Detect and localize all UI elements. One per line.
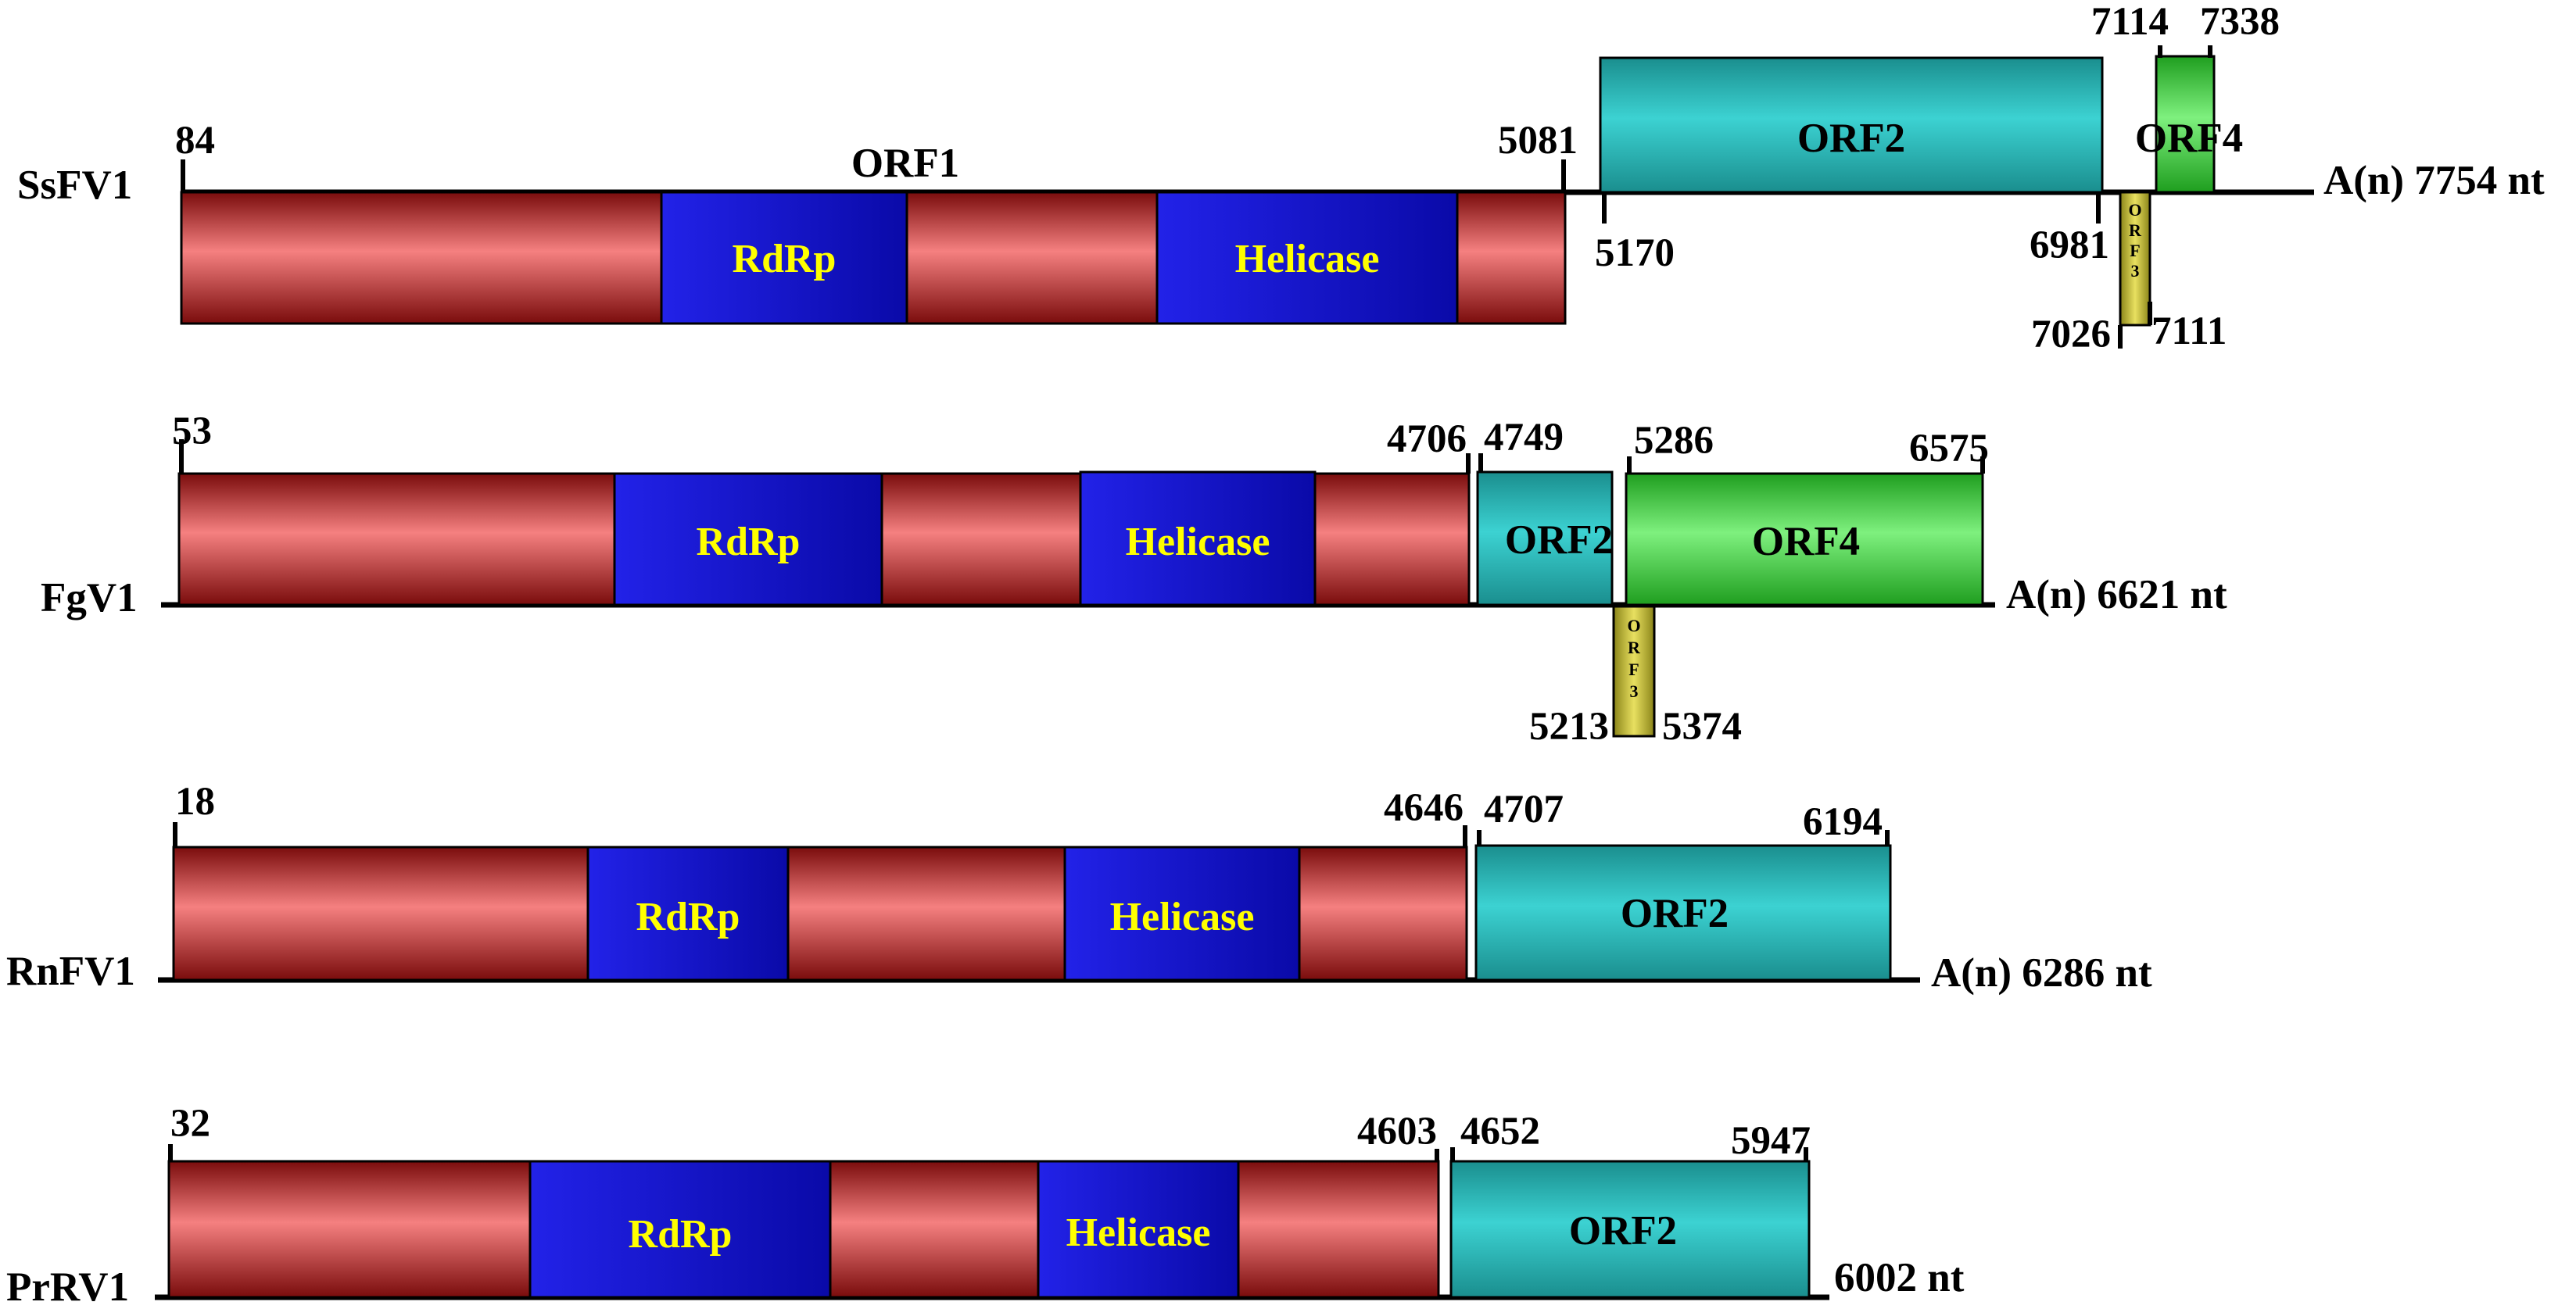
orf3-start-label: 7026 [2031,313,2111,356]
genome-end-label: A(n) 6286 nt [1931,950,2152,996]
genome-prrv1: PrRV1 6002 nt RdRp Helicase 32 4603 ORF2… [6,1102,1965,1309]
orf1-end-label: 5081 [1498,119,1578,163]
orf1-start-label: 84 [175,119,215,163]
orf1-start-label: 32 [170,1102,210,1146]
orf4-box [1625,472,1984,606]
orf3-label: O R F 3 [2128,200,2142,281]
svg-text:3: 3 [1630,681,1639,701]
helicase-label: Helicase [1110,895,1255,939]
orf4-label: ORF4 [1752,519,1860,564]
svg-text:R: R [1628,638,1641,657]
genome-fgv1: FgV1 A(n) 6621 nt RdRp Helicase 53 4706 … [41,410,2227,749]
orf4-start-label: 5286 [1634,419,1714,463]
orf3-end-label: 5374 [1662,705,1742,749]
orf2-start-label: 4707 [1484,788,1564,832]
genome-name: PrRV1 [6,1264,129,1309]
orf3-start-label: 5213 [1529,705,1609,749]
helicase-label: Helicase [1066,1211,1211,1255]
orf1-end-label: 4706 [1387,417,1467,461]
orf3-box [1612,605,1656,738]
helicase-label: Helicase [1235,237,1380,281]
helicase-domain [1063,846,1301,982]
orf2-label: ORF2 [1505,517,1613,563]
orf4-box [2155,55,2216,194]
orf1-label: ORF1 [851,141,959,186]
orf1-start-label: 53 [172,410,212,453]
orf3-label: O R F 3 [1627,616,1641,701]
helicase-label: Helicase [1126,520,1270,564]
orf2-label: ORF2 [1797,116,1905,161]
rdrp-domain [613,472,883,606]
rdrp-label: RdRp [733,237,837,281]
orf1-end-label: 4646 [1384,786,1464,830]
orf3-box [2119,191,2151,327]
orf2-box [1474,844,1892,982]
rdrp-label: RdRp [697,520,801,564]
orf4-end-label: 7338 [2200,0,2280,44]
helicase-domain [1037,1160,1240,1299]
rdrp-label: RdRp [636,895,740,939]
genome-end-label: 6002 nt [1834,1255,1965,1300]
rdrp-domain [586,846,790,982]
genome-name: FgV1 [41,575,138,621]
orf2-start-label: 4749 [1484,416,1564,460]
genome-rnfv1: RnFV1 A(n) 6286 nt RdRp Helicase 18 4646… [6,780,2152,996]
helicase-domain [1155,191,1459,325]
orf4-label: ORF4 [2135,116,2243,161]
orf2-box [1449,1160,1811,1299]
genome-name: RnFV1 [6,949,135,994]
orf1-start-label: 18 [175,780,215,824]
orf1-end-label: 4603 [1357,1110,1437,1153]
orf2-box [1599,56,2104,194]
svg-text:F: F [1628,660,1639,679]
rdrp-label: RdRp [629,1212,733,1257]
orf3-end-label: 7111 [2151,309,2227,353]
orf2-box [1476,470,1614,606]
genome-end-label: A(n) 7754 nt [2323,158,2545,203]
svg-text:O: O [2128,200,2141,220]
orf4-start-label: 7114 [2091,0,2169,44]
svg-text:O: O [1627,616,1640,635]
orf2-start-label: 4652 [1460,1110,1540,1153]
orf2-label: ORF2 [1621,891,1729,936]
svg-text:R: R [2129,220,2142,240]
svg-text:3: 3 [2131,261,2140,281]
genome-end-label: A(n) 6621 nt [2006,572,2227,617]
orf4-end-label: 6575 [1909,427,1989,470]
orf2-end-label: 6194 [1803,800,1883,844]
svg-text:F: F [2130,241,2140,260]
orf2-end-label: 6981 [2030,224,2109,267]
rdrp-domain [528,1160,832,1299]
genome-name: SsFV1 [17,163,132,208]
orf2-start-label: 5170 [1595,231,1675,275]
genome-ssfv1: SsFV1 A(n) 7754 nt RdRp Helicase ORF1 84… [17,0,2545,356]
rdrp-domain [660,191,908,325]
helicase-domain [1079,470,1317,606]
orf2-label: ORF2 [1569,1208,1677,1254]
orf2-end-label: 5947 [1731,1119,1811,1163]
